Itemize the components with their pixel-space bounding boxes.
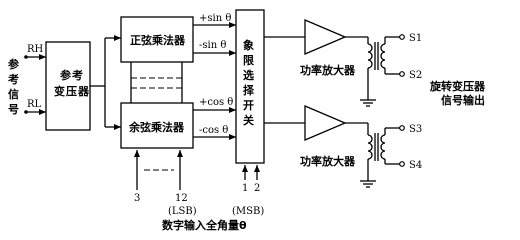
ref-transformer-char: 变 xyxy=(54,84,65,98)
quadrant-switch-block xyxy=(235,9,265,164)
plus-cos-label: +cos θ xyxy=(199,97,233,108)
quadrant-switch-char: 选 xyxy=(243,68,254,82)
pin-12-label: 12 xyxy=(175,193,188,204)
lsb-label: (LSB) xyxy=(168,206,197,217)
transformer-bottom-primary-coil xyxy=(367,134,373,160)
minus-sin-label: -sin θ xyxy=(199,40,226,51)
s1-terminal xyxy=(399,34,405,40)
output-label-line1: 旋转变压器 xyxy=(429,79,486,93)
reference-signal-label-char: 考 xyxy=(8,72,19,86)
rh-label: RH xyxy=(27,44,44,55)
s2-label: S2 xyxy=(409,70,422,81)
minus-cos-label: -cos θ xyxy=(199,125,228,136)
digital-input-caption: 数字输入全角量θ xyxy=(162,218,247,232)
output-label-line2: 信号输出 xyxy=(441,93,485,107)
power-amp-bottom xyxy=(304,105,347,141)
s3-label: S3 xyxy=(409,124,422,135)
ref-transformer-char: 考 xyxy=(72,68,83,82)
ref-transformer-char: 器 xyxy=(77,85,90,98)
cosine-multiplier-label: 余弦乘法器 xyxy=(128,120,185,134)
s2-terminal xyxy=(399,71,405,77)
quadrant-switch-char: 择 xyxy=(243,83,255,97)
transformer-top-primary-coil xyxy=(367,43,373,69)
s3-terminal xyxy=(399,125,405,131)
sine-multiplier-block xyxy=(120,16,194,63)
s4-label: S4 xyxy=(409,160,422,171)
reference-signal-label-char: 信 xyxy=(8,87,19,101)
pin-1-label: 1 xyxy=(242,183,248,194)
ref-transformer-char: 压 xyxy=(66,84,77,98)
reference-signal-label-char: 号 xyxy=(8,103,19,116)
transformer-top-secondary-coil xyxy=(380,43,386,69)
quadrant-switch-char: 关 xyxy=(243,113,254,127)
plus-sin-label: +sin θ xyxy=(199,13,231,24)
power-amp-top-label: 功率放大器 xyxy=(300,63,356,77)
s4-terminal xyxy=(399,161,405,167)
s1-label: S1 xyxy=(409,33,422,44)
ref-transformer-char: 参 xyxy=(60,68,72,82)
quadrant-switch-char: 开 xyxy=(243,99,254,112)
quadrant-switch-char: 象 xyxy=(243,38,254,52)
rl-label: RL xyxy=(27,99,42,110)
quadrant-switch-char: 限 xyxy=(243,53,254,67)
pin-2-label: 2 xyxy=(254,183,260,194)
power-amp-top xyxy=(304,19,347,55)
sine-multiplier-label: 正弦乘法器 xyxy=(130,33,186,47)
power-amp-bottom-label: 功率放大器 xyxy=(300,154,356,168)
reference-signal-label-char: 参 xyxy=(8,57,20,71)
msb-label: (MSB) xyxy=(232,206,264,217)
transformer-bottom-secondary-coil xyxy=(380,134,386,160)
cosine-multiplier-block xyxy=(120,102,194,149)
pin-3-label: 3 xyxy=(134,193,140,204)
